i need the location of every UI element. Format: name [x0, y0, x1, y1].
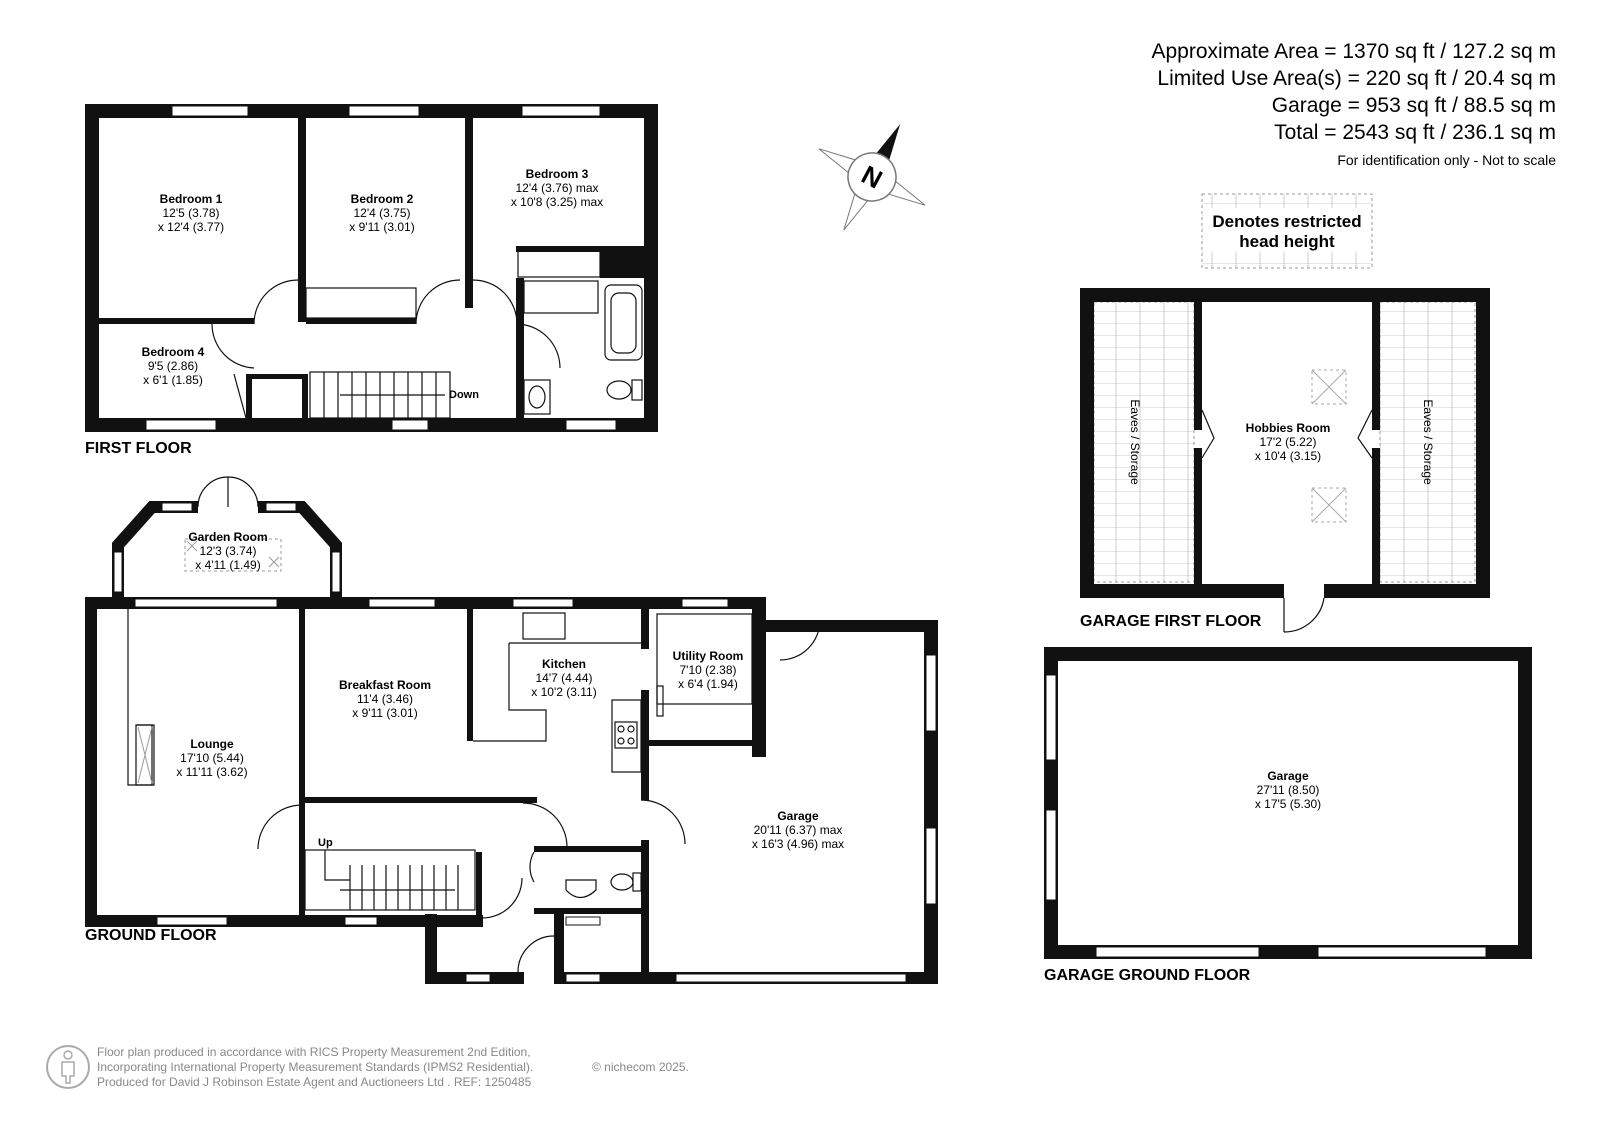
- ground-floor-stairs: [304, 849, 476, 911]
- limited-use-area: Limited Use Area(s) = 220 sq ft / 20.4 s…: [1157, 67, 1556, 90]
- lounge-name: Lounge: [190, 737, 234, 751]
- attached-garage-dim2: x 16'3 (4.96) max: [752, 837, 844, 851]
- garage-ground-floor-label: GARAGE GROUND FLOOR: [1044, 967, 1251, 984]
- scale-note: For identification only - Not to scale: [1337, 152, 1556, 168]
- garage-first-floor-plan: Eaves / Storage Eaves / Storage Hobbies …: [1080, 288, 1490, 633]
- detached-garage-dim1: 27'11 (8.50): [1257, 783, 1320, 797]
- breakfast-room-dim2: x 9'11 (3.01): [352, 706, 417, 720]
- area-summary: Approximate Area = 1370 sq ft / 127.2 sq…: [1152, 40, 1557, 168]
- kitchen-name: Kitchen: [542, 657, 586, 671]
- bedroom-3-name: Bedroom 3: [526, 167, 589, 181]
- garage-area: Garage = 953 sq ft / 88.5 sq m: [1272, 94, 1556, 117]
- ground-floor-label: GROUND FLOOR: [85, 927, 217, 944]
- first-floor-label: FIRST FLOOR: [85, 440, 192, 457]
- footer-line-1: Floor plan produced in accordance with R…: [97, 1045, 531, 1059]
- hobbies-room-name: Hobbies Room: [1246, 421, 1331, 435]
- bedroom-4-name: Bedroom 4: [142, 345, 205, 359]
- approximate-area: Approximate Area = 1370 sq ft / 127.2 sq…: [1152, 40, 1557, 63]
- person-icon: [46, 1045, 90, 1089]
- bedroom-3-dim2: x 10'8 (3.25) max: [511, 195, 603, 209]
- hobbies-room-dim2: x 10'4 (3.15): [1255, 449, 1321, 463]
- bedroom-4-dim1: 9'5 (2.86): [148, 359, 198, 373]
- garage-first-floor-label: GARAGE FIRST FLOOR: [1080, 613, 1262, 630]
- first-floor-stairs: [309, 371, 451, 419]
- eaves-storage-right: Eaves / Storage: [1421, 399, 1435, 485]
- footer: Floor plan produced in accordance with R…: [46, 1045, 689, 1089]
- kitchen-dim2: x 10'2 (3.11): [531, 685, 596, 699]
- legend-line-1: Denotes restricted: [1212, 212, 1361, 231]
- stairs-up-label: Up: [318, 837, 333, 849]
- bedroom-1-dim2: x 12'4 (3.77): [158, 220, 224, 234]
- ground-floor-plan: Up Garden Room 12'3 (3.74) x 4'11 (1.49)…: [85, 476, 938, 984]
- bedroom-2-dim1: 12'4 (3.75): [354, 206, 411, 220]
- restricted-height-legend: Denotes restricted head height: [1201, 193, 1373, 269]
- hobbies-room-dim1: 17'2 (5.22): [1260, 435, 1317, 449]
- lounge-dim2: x 11'11 (3.62): [176, 765, 247, 779]
- compass-icon: N: [818, 124, 926, 231]
- bedroom-2-name: Bedroom 2: [351, 192, 414, 206]
- bedroom-4-dim2: x 6'1 (1.85): [143, 373, 203, 387]
- footer-line-3: Produced for David J Robinson Estate Age…: [97, 1075, 532, 1089]
- total-area: Total = 2543 sq ft / 236.1 sq m: [1274, 121, 1556, 144]
- utility-room-name: Utility Room: [673, 649, 744, 663]
- attached-garage-dim1: 20'11 (6.37) max: [754, 823, 843, 837]
- garden-room-name: Garden Room: [188, 530, 267, 544]
- bedroom-2-dim2: x 9'11 (3.01): [349, 220, 414, 234]
- bedroom-3-dim1: 12'4 (3.76) max: [516, 181, 599, 195]
- bedroom-1-name: Bedroom 1: [160, 192, 223, 206]
- bedroom-1-dim1: 12'5 (3.78): [163, 206, 220, 220]
- utility-room-dim2: x 6'4 (1.94): [678, 677, 738, 691]
- garden-room-dim1: 12'3 (3.74): [200, 544, 257, 558]
- stairs-down-label: Down: [449, 389, 479, 401]
- garage-ground-floor-plan: Garage 27'11 (8.50) x 17'5 (5.30) GARAGE…: [1044, 647, 1532, 984]
- eaves-storage-left: Eaves / Storage: [1128, 399, 1142, 485]
- legend-line-2: head height: [1239, 232, 1335, 251]
- breakfast-room-dim1: 11'4 (3.46): [357, 692, 413, 706]
- garden-room-dim2: x 4'11 (1.49): [195, 558, 260, 572]
- footer-line-2: Incorporating International Property Mea…: [97, 1060, 533, 1074]
- first-floor-plan: Down Bedroom 1 12'5 (3.78) x 12'4 (3.77)…: [85, 104, 658, 457]
- detached-garage-dim2: x 17'5 (5.30): [1255, 797, 1321, 811]
- attached-garage-name: Garage: [777, 809, 819, 823]
- detached-garage-name: Garage: [1267, 769, 1309, 783]
- lounge-dim1: 17'10 (5.44): [180, 751, 244, 765]
- utility-room-dim1: 7'10 (2.38): [680, 663, 737, 677]
- footer-copyright: © nichecom 2025.: [592, 1060, 689, 1074]
- breakfast-room-name: Breakfast Room: [339, 678, 431, 692]
- kitchen-dim1: 14'7 (4.44): [536, 671, 593, 685]
